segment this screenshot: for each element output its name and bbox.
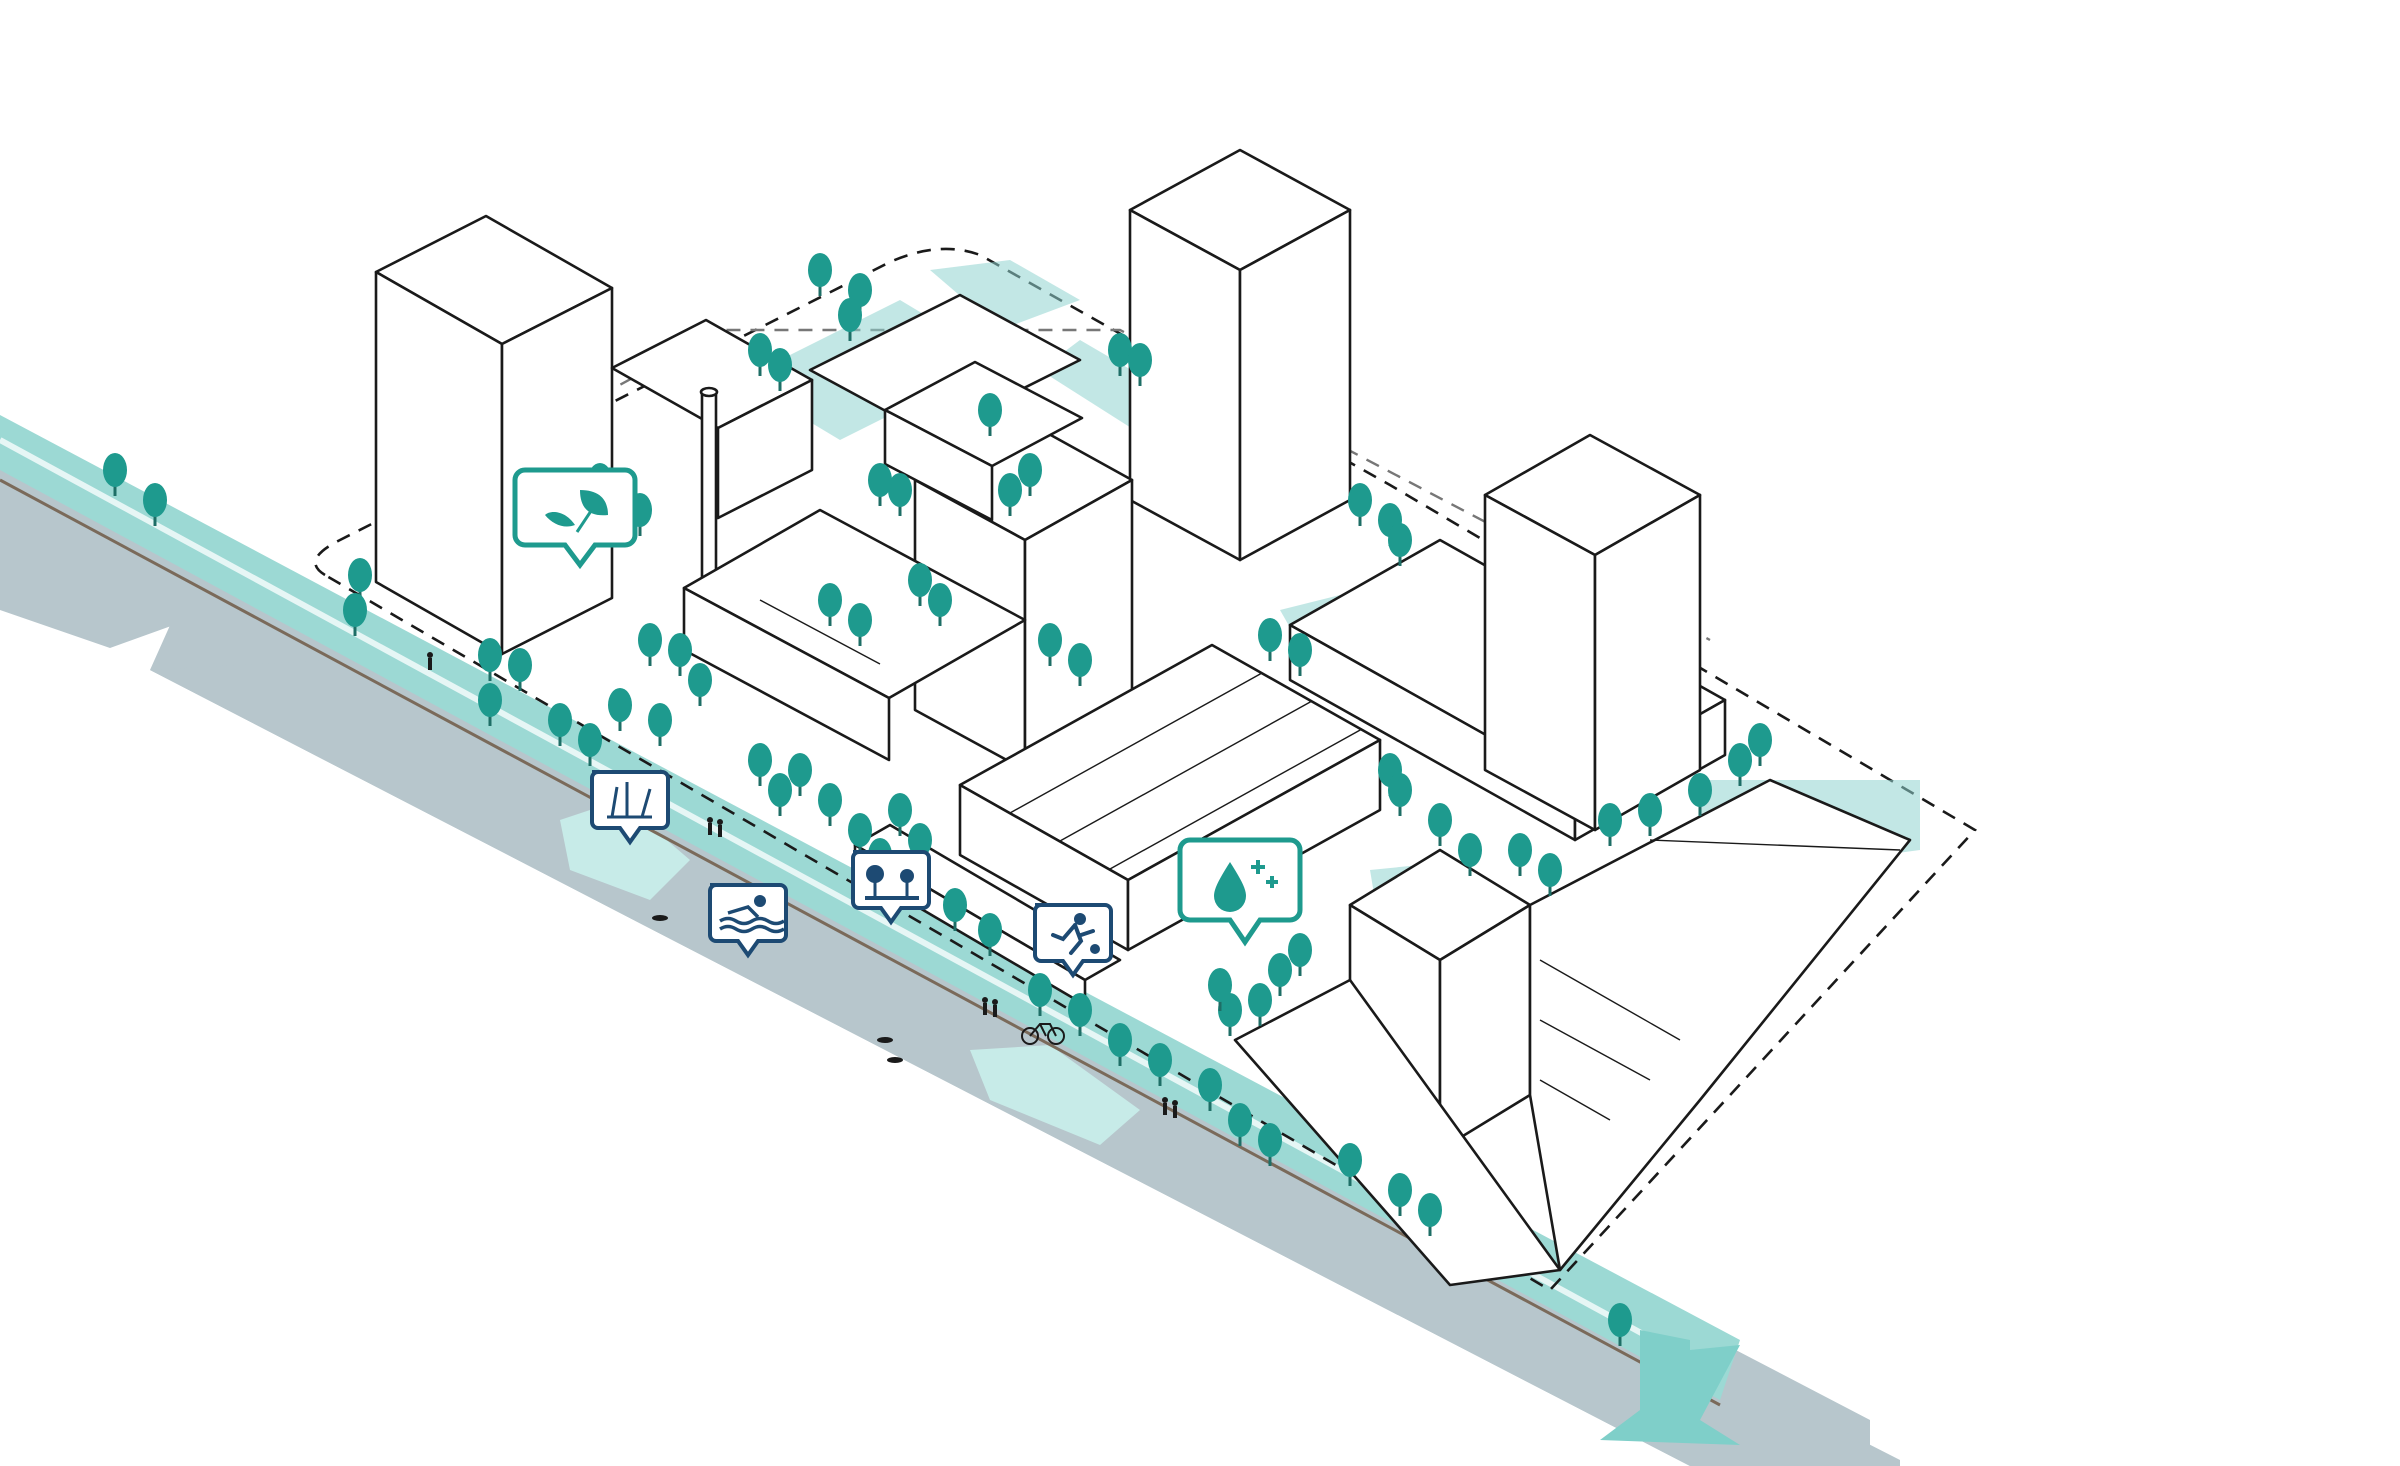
tree [1068,643,1092,686]
tree [1338,1143,1362,1186]
tree [1108,333,1132,376]
tree [1208,968,1232,1011]
tree [848,603,872,646]
tree [1258,618,1282,661]
tree [978,393,1002,436]
tree [1068,993,1092,1036]
tree [998,473,1022,516]
tree [943,888,967,931]
sawtooth-housing [1233,778,1912,1287]
tree [1198,1068,1222,1111]
tree [638,623,662,666]
tree [143,483,167,526]
tree [1288,633,1312,676]
tree [1728,743,1752,786]
boats [652,915,903,1063]
tree [1748,723,1772,766]
tree [1258,1123,1282,1166]
trees [103,253,1772,1346]
tree [548,703,572,746]
reed-wetland-icon [590,770,670,846]
tree [888,793,912,836]
water-drop-plus-icon [1177,837,1303,947]
football-sports-icon [1033,903,1113,979]
tree [1268,953,1292,996]
tower-right [1483,433,1702,832]
tree [478,683,502,726]
tree [478,638,502,681]
swimming-icon [708,883,788,959]
tree [838,298,862,341]
cyclist-icon [1021,1023,1065,1045]
wetland-patch-2 [970,1045,1140,1145]
tree [1388,773,1412,816]
tree [648,703,672,746]
tree [888,473,912,516]
tree [1688,773,1712,816]
tree [578,723,602,766]
tree [908,563,932,606]
tree [103,453,127,496]
tree [1228,1103,1252,1146]
tree [1148,1043,1172,1086]
tree [1108,1023,1132,1066]
leaf-nature-icon [512,467,638,570]
tree [1128,343,1152,386]
tree [1458,833,1482,876]
tree [608,688,632,731]
tree [748,743,772,786]
tree [1508,833,1532,876]
tree [1608,1303,1632,1346]
tree [768,773,792,816]
tree [1288,933,1312,976]
tree [1428,803,1452,846]
tree [1388,523,1412,566]
tree [818,583,842,626]
tree [1388,1173,1412,1216]
tree [1348,483,1372,526]
tree [1598,803,1622,846]
tree [1418,1193,1442,1236]
tree [1218,993,1242,1036]
tree [928,583,952,626]
tree [768,348,792,391]
tree [343,593,367,636]
chimney [699,386,719,584]
tree [1028,973,1052,1016]
tree [1538,853,1562,896]
tree [788,753,812,796]
tree [1038,623,1062,666]
site-boundary [314,247,1978,1292]
river-flow-arrow [1600,1330,1740,1445]
tower-center [1128,148,1352,562]
tree [978,913,1002,956]
park-playground-icon [851,850,931,926]
tree [818,783,842,826]
people-figures [427,652,1178,1118]
industrial-hall-left [682,508,1027,762]
tree [748,333,772,376]
tree [808,253,832,296]
icon-markers [512,467,1303,979]
tree [868,463,892,506]
tree [1018,453,1042,496]
tree [688,663,712,706]
tree [1248,983,1272,1026]
tree [508,648,532,691]
tree [1638,793,1662,836]
tree [668,633,692,676]
